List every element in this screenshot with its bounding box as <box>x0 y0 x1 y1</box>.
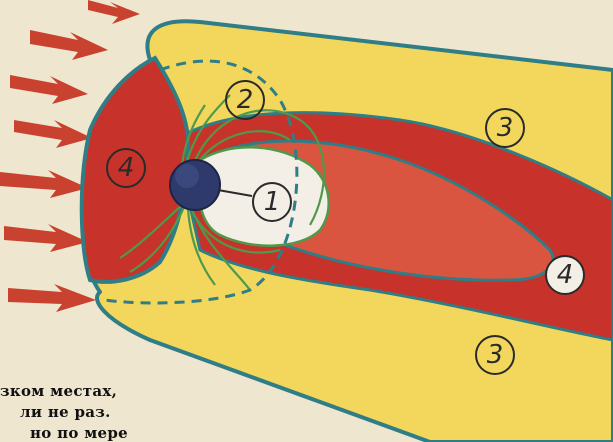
label-outer-boundary: 2 <box>225 80 265 120</box>
solar-wind-arrow <box>0 170 88 198</box>
caption-line-1: зком местах, <box>0 382 117 400</box>
solar-wind-arrow <box>30 30 108 60</box>
label-inner-zone: 1 <box>252 182 292 222</box>
label-red-layer-tail: 4 <box>545 255 585 295</box>
caption-line-3: но по мере <box>30 424 128 442</box>
label-sheath-upper: 3 <box>485 108 525 148</box>
caption-line-2: ли не раз. <box>20 403 111 421</box>
label-red-layer-front: 4 <box>106 148 146 188</box>
solar-wind-arrow <box>4 224 88 252</box>
solar-wind-arrow <box>14 120 92 148</box>
solar-wind-arrow <box>10 75 88 104</box>
label-sheath-lower: 3 <box>475 335 515 375</box>
planet-shading <box>175 164 199 188</box>
solar-wind-arrow <box>8 284 96 312</box>
solar-wind-arrow <box>88 0 140 24</box>
